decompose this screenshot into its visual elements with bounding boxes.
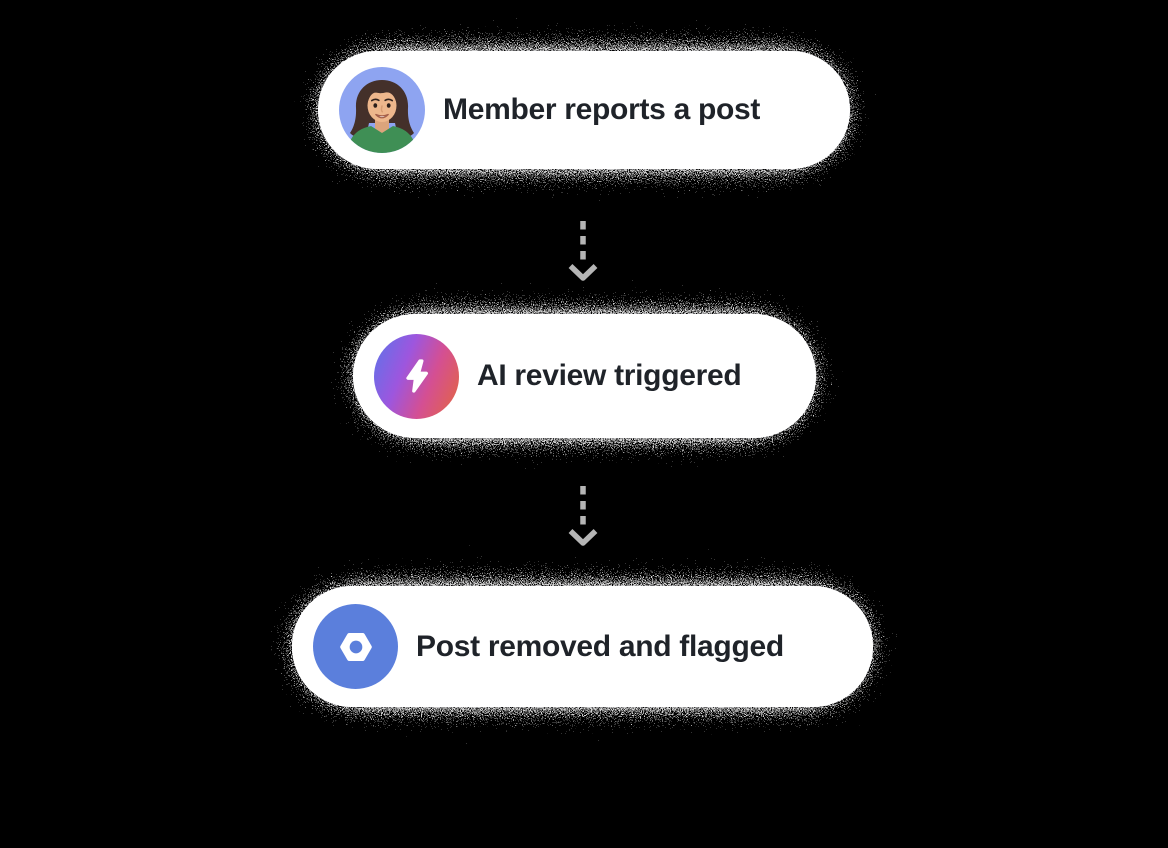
flow-node-label: Post removed and flagged <box>416 629 784 663</box>
connector-arrow-down-1 <box>568 221 598 281</box>
flow-node-member-report: Member reports a post <box>318 51 850 169</box>
ai-gradient-badge <box>374 333 459 419</box>
lightning-bolt-icon <box>405 359 428 393</box>
flag-badge <box>313 604 398 689</box>
hexagon-badge-icon <box>339 632 372 661</box>
connector-arrow-down-2 <box>568 486 598 546</box>
flow-node-label: AI review triggered <box>477 359 742 392</box>
flow-node-ai-review: AI review triggered <box>353 314 816 438</box>
flow-node-post-removed: Post removed and flagged <box>292 586 873 707</box>
flow-node-label: Member reports a post <box>443 93 761 126</box>
member-avatar <box>339 67 425 153</box>
